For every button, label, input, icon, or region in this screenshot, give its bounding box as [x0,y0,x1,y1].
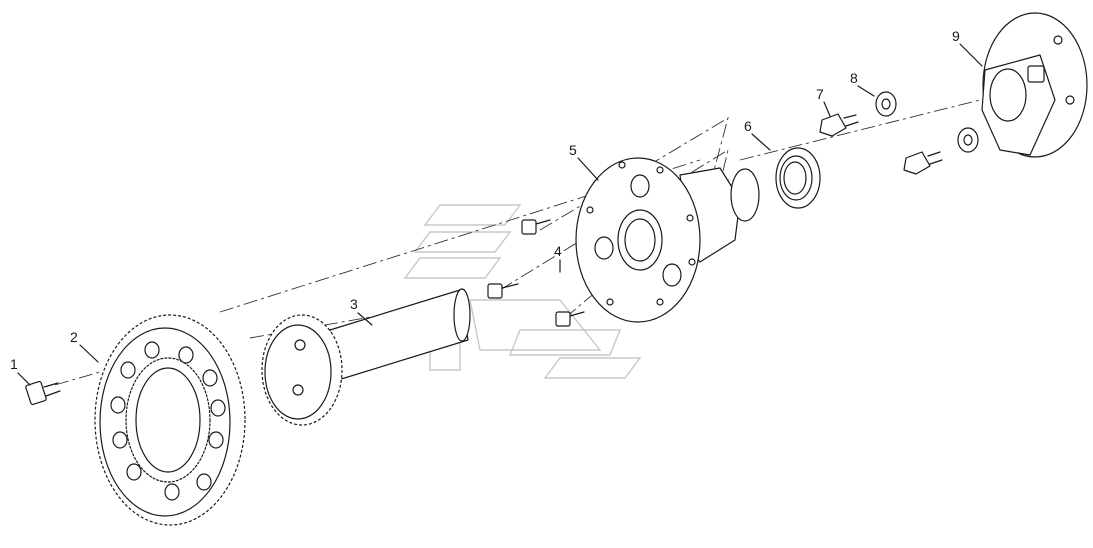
callout-labels: 1 2 3 4 5 6 7 8 9 [10,28,960,372]
callout-3: 3 [350,296,358,312]
washer-part-8 [875,91,979,153]
bearing-part-6 [775,147,821,209]
callout-leaders [17,43,983,386]
callout-1: 1 [10,356,18,372]
bolt-part-1 [25,380,61,406]
flange-plate-part-9 [981,12,1088,158]
callout-7: 7 [816,86,824,102]
callout-8: 8 [850,70,858,86]
differential-housing-part-5 [575,157,760,323]
callout-5: 5 [569,142,577,158]
pinion-shaft-part-3 [261,288,471,426]
ring-gear-part-2 [94,314,246,526]
callout-9: 9 [952,28,960,44]
callout-4: 4 [554,243,562,259]
callout-2: 2 [70,329,78,345]
ring-gear-bolt-holes [110,341,226,501]
bolts-part-4 [487,219,585,327]
callout-6: 6 [744,118,752,134]
bolt-part-7 [819,113,943,175]
